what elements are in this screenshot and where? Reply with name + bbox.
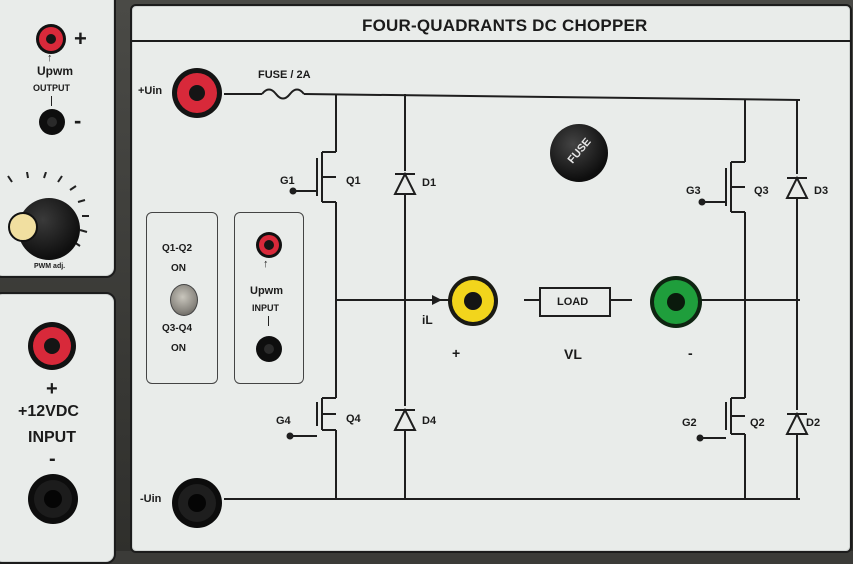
fuse-holder[interactable]: FUSE: [550, 124, 608, 182]
pwm-minus-label: -: [74, 108, 82, 133]
load-box: [539, 287, 611, 317]
divider-line: [268, 316, 269, 326]
pwm-panel: + ↑ Upwm OUTPUT - PWM adj.: [0, 0, 116, 278]
q-select-toggle-switch[interactable]: [170, 284, 198, 316]
g3-dot: [698, 198, 706, 206]
q2-mosfet-symbol: [700, 397, 745, 439]
pwm-input-negative-jack[interactable]: [256, 336, 282, 362]
pwm-input-label: INPUT: [252, 303, 279, 313]
pwm-output-negative-jack[interactable]: [39, 109, 65, 135]
fuse-label: FUSE / 2A: [258, 69, 311, 81]
pwm-output-positive-jack[interactable]: [36, 24, 66, 54]
switch-top-label-1: Q1-Q2: [162, 243, 193, 254]
q4-label: Q4: [346, 413, 361, 425]
d2-label: D2: [806, 417, 821, 429]
d1-diode-symbol: [393, 171, 417, 195]
power-input-panel: + +12VDC INPUT -: [0, 292, 116, 564]
title-bar: [132, 6, 850, 42]
fuse-holder-label: FUSE: [565, 135, 594, 167]
power-voltage-label: +12VDC: [18, 403, 79, 420]
power-negative-jack[interactable]: [28, 474, 78, 524]
g4-dot: [286, 432, 294, 440]
q2-label: Q2: [750, 417, 765, 429]
pwm-plus-label: +: [74, 26, 87, 51]
arrow-up-icon: ↑: [47, 52, 53, 64]
pwm-adjust-knob[interactable]: [8, 198, 80, 260]
q3-label: Q3: [754, 185, 769, 197]
circuit-diagram: [224, 88, 809, 500]
switch-bottom-label-2: ON: [171, 343, 186, 354]
divider-line: [51, 96, 52, 106]
output-positive-jack[interactable]: [448, 276, 498, 326]
vin-positive-jack[interactable]: [172, 68, 222, 118]
power-plus-label: +: [46, 378, 58, 400]
q1-mosfet-symbol: [293, 151, 336, 203]
d1-label: D1: [422, 177, 437, 189]
vl-label: VL: [564, 346, 582, 362]
switch-box: [146, 212, 218, 384]
switch-bottom-label-1: Q3-Q4: [162, 323, 193, 334]
g3-label: G3: [686, 185, 701, 197]
q1-label: Q1: [346, 175, 361, 187]
load-label: LOAD: [557, 296, 589, 308]
knob-scale-ticks: [7, 172, 89, 247]
power-minus-label: -: [49, 448, 56, 470]
vin-negative-label: -Uin: [140, 493, 162, 505]
d4-label: D4: [422, 415, 437, 427]
q4-mosfet-symbol: [290, 397, 336, 437]
d3-label: D3: [814, 185, 829, 197]
panel-title: FOUR-QUADRANTS DC CHOPPER: [362, 16, 648, 35]
output-negative-jack[interactable]: [650, 276, 702, 328]
arrow-up-icon: ↑: [263, 258, 269, 270]
d2-diode-symbol: [785, 411, 809, 435]
output-plus-label: +: [452, 345, 461, 361]
pwm-output-label: OUTPUT: [33, 83, 70, 93]
g1-label: G1: [280, 175, 295, 187]
d4-diode-symbol: [393, 407, 417, 431]
current-label: iL: [422, 313, 433, 327]
chopper-panel: FOUR-QUADRANTS DC CHOPPER: [130, 4, 852, 553]
pwm-input-positive-jack[interactable]: [256, 232, 282, 258]
g2-label: G2: [682, 417, 697, 429]
g4-label: G4: [276, 415, 291, 427]
pwm-upwm-label: Upwm: [37, 64, 73, 78]
knob-label: PWM adj.: [34, 263, 66, 270]
current-arrow-icon: [432, 295, 442, 305]
d3-diode-symbol: [785, 175, 809, 199]
power-input-label: INPUT: [28, 429, 76, 446]
pwm-input-box: [234, 212, 304, 384]
switch-top-label-2: ON: [171, 263, 186, 274]
g2-dot: [696, 434, 704, 442]
fuse-symbol: [261, 88, 305, 100]
knob-indicator: [8, 212, 38, 242]
power-positive-jack[interactable]: [28, 322, 76, 370]
pwm-input-upwm-label: Upwm: [250, 285, 283, 297]
output-minus-label: -: [688, 345, 693, 361]
g1-dot: [289, 187, 297, 195]
vin-positive-label: +Uin: [138, 85, 163, 97]
vin-negative-jack[interactable]: [172, 478, 222, 528]
q3-mosfet-symbol: [702, 161, 745, 213]
wire-top-rail: [303, 93, 801, 101]
